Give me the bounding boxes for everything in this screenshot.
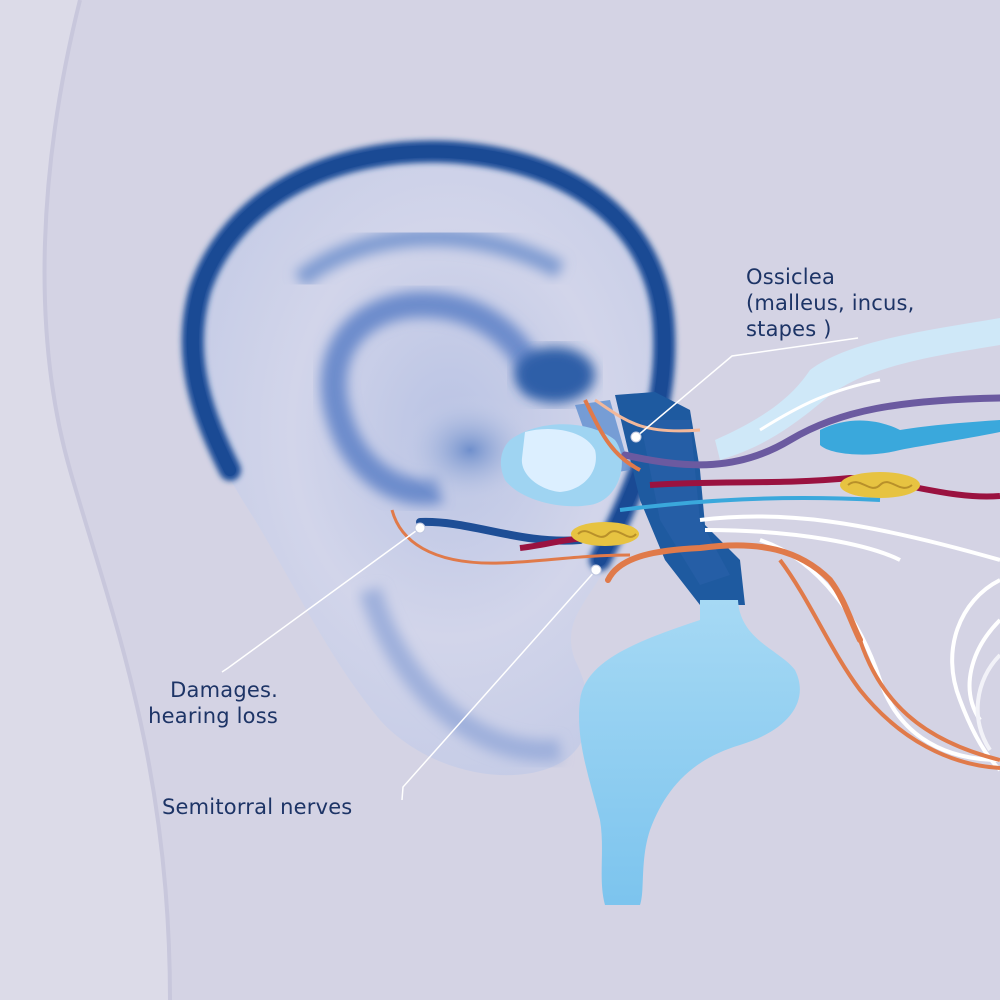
marker-damage xyxy=(415,523,425,533)
label-damage-line2: hearing loss xyxy=(104,703,278,729)
marker-nerves xyxy=(591,565,601,575)
label-ossicles-line2: (malleus, incus, xyxy=(746,290,915,316)
marker-ossicles xyxy=(631,432,641,442)
label-damage-line1: Damages. xyxy=(104,677,278,703)
label-damage: Damages. hearing loss xyxy=(104,677,278,729)
label-nerves: Semitorral nerves xyxy=(162,794,352,820)
label-nerves-text: Semitorral nerves xyxy=(162,794,352,820)
label-ossicles: Ossiclea (malleus, incus, stapes ) xyxy=(746,264,915,342)
label-ossicles-line3: stapes ) xyxy=(746,316,915,342)
label-ossicles-line1: Ossiclea xyxy=(746,264,915,290)
